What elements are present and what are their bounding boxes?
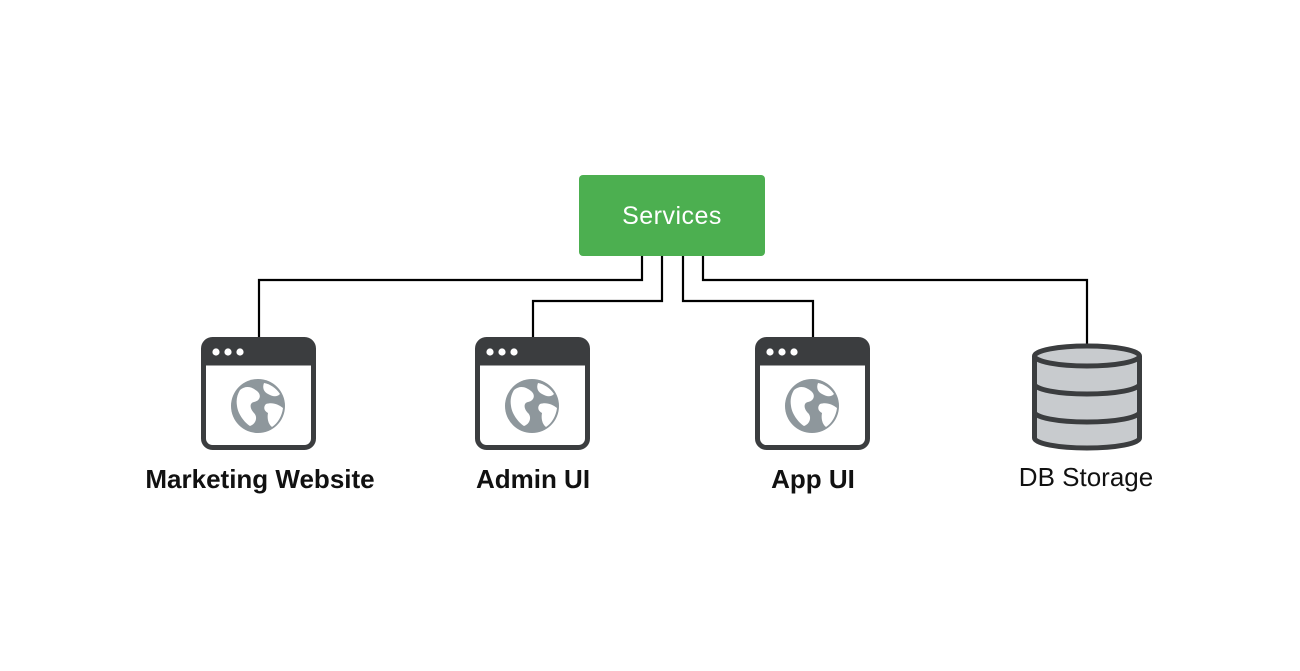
browser-globe-icon — [478, 340, 588, 448]
node-label-app-ui: App UI — [771, 464, 855, 494]
database-icon — [1035, 346, 1140, 448]
connector-lines — [257, 256, 1089, 345]
connector-db-storage — [701, 256, 1089, 345]
services-box — [579, 175, 765, 256]
browser-globe-icon — [204, 340, 314, 448]
node-label-db-storage: DB Storage — [1019, 462, 1153, 492]
node-admin-ui[interactable]: Admin UI — [476, 340, 590, 495]
node-app-ui[interactable]: App UI — [758, 340, 868, 495]
browser-globe-icon — [758, 340, 868, 448]
node-marketing-website[interactable]: Marketing Website — [145, 340, 375, 495]
node-db-storage[interactable]: DB Storage — [1019, 346, 1153, 492]
connector-marketing-website — [257, 256, 644, 339]
connector-admin-ui — [531, 256, 664, 339]
services-label: Services — [622, 202, 722, 230]
connector-app-ui — [681, 256, 815, 339]
node-label-marketing-website: Marketing Website — [145, 464, 374, 494]
services-node[interactable]: Services — [579, 175, 765, 256]
node-label-admin-ui: Admin UI — [476, 464, 590, 494]
